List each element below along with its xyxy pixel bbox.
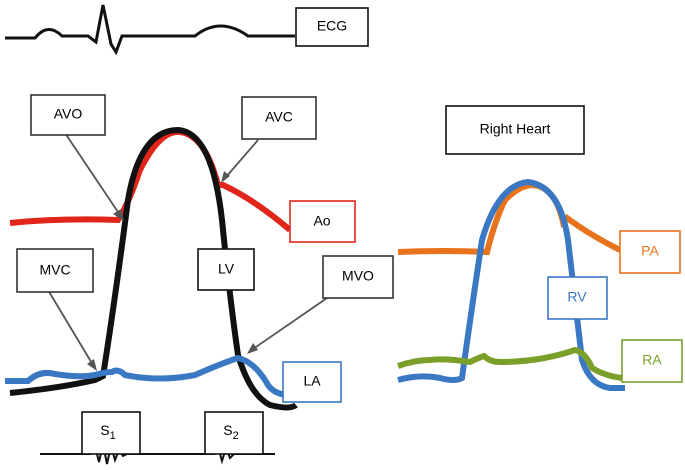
- ao-label-text: Ao: [313, 213, 330, 229]
- aorta-pressure-curve: [9, 128, 292, 233]
- mvo-label-box: [322, 255, 394, 299]
- mvo-arrowhead: [247, 343, 258, 354]
- mvc-label-box: [16, 248, 94, 293]
- avo-arrowhead: [113, 209, 124, 221]
- rv-label-text: RV: [567, 289, 587, 305]
- la-label-text: LA: [303, 373, 321, 389]
- la-label: LA: [282, 361, 342, 403]
- annotation-arrows: [47, 132, 331, 371]
- s1-label-box: [81, 411, 141, 455]
- s2-label-box: [204, 411, 264, 455]
- mvo-label-text: MVO: [342, 268, 374, 284]
- lv-label: LV: [197, 248, 255, 291]
- la-pressure-curve: [5, 354, 291, 398]
- mvc-label-text: MVC: [39, 262, 70, 278]
- pa-label: PA: [619, 230, 681, 274]
- ecg-label-text: ECG: [317, 18, 347, 34]
- pa-label-text: PA: [641, 243, 659, 259]
- avc-arrow: [225, 139, 259, 178]
- mvc-label: MVC: [16, 248, 94, 293]
- ra-label-text: RA: [642, 352, 662, 368]
- pa-label-box: [619, 230, 681, 274]
- mvo-arrow: [252, 295, 331, 350]
- rv-label: RV: [547, 276, 608, 320]
- avc-arrowhead: [221, 171, 230, 183]
- avc-label: AVC: [241, 96, 317, 140]
- la-label-box: [282, 361, 342, 403]
- s1-label-text: S1: [100, 422, 115, 442]
- mvo-label: MVO: [322, 255, 394, 299]
- mvc-arrowhead: [87, 359, 97, 371]
- s1-label: S1: [81, 411, 141, 455]
- ecg-label: ECG: [295, 7, 369, 47]
- lv-pressure-curve: [9, 126, 298, 411]
- s2-label: S2: [204, 411, 264, 455]
- ecg-trace: [5, 4, 295, 56]
- lv-label-box: [197, 248, 255, 291]
- avo-arrow: [64, 132, 121, 216]
- avc-label-text: AVC: [265, 109, 293, 125]
- ra-pressure-curve: [397, 346, 623, 381]
- pa-pressure-curve: [397, 181, 622, 256]
- avo-label-box: [30, 94, 106, 136]
- ra-label: RA: [621, 339, 683, 383]
- ra-label-box: [621, 339, 683, 383]
- right-heart-label: Right Heart: [445, 105, 585, 155]
- rv-label-box: [547, 276, 608, 320]
- lv-label-text: LV: [218, 261, 235, 277]
- right-heart-label-box: [445, 105, 585, 155]
- mvc-arrow: [47, 289, 94, 366]
- avo-label: AVO: [30, 94, 106, 136]
- avc-label-box: [241, 96, 317, 140]
- ao-label: Ao: [289, 200, 356, 243]
- ao-label-box: [289, 200, 356, 243]
- ecg-label-box: [295, 7, 369, 47]
- rv-pressure-curve: [397, 178, 625, 391]
- avo-label-text: AVO: [54, 106, 83, 122]
- right-heart-label-text: Right Heart: [480, 121, 551, 137]
- s2-label-text: S2: [223, 422, 238, 442]
